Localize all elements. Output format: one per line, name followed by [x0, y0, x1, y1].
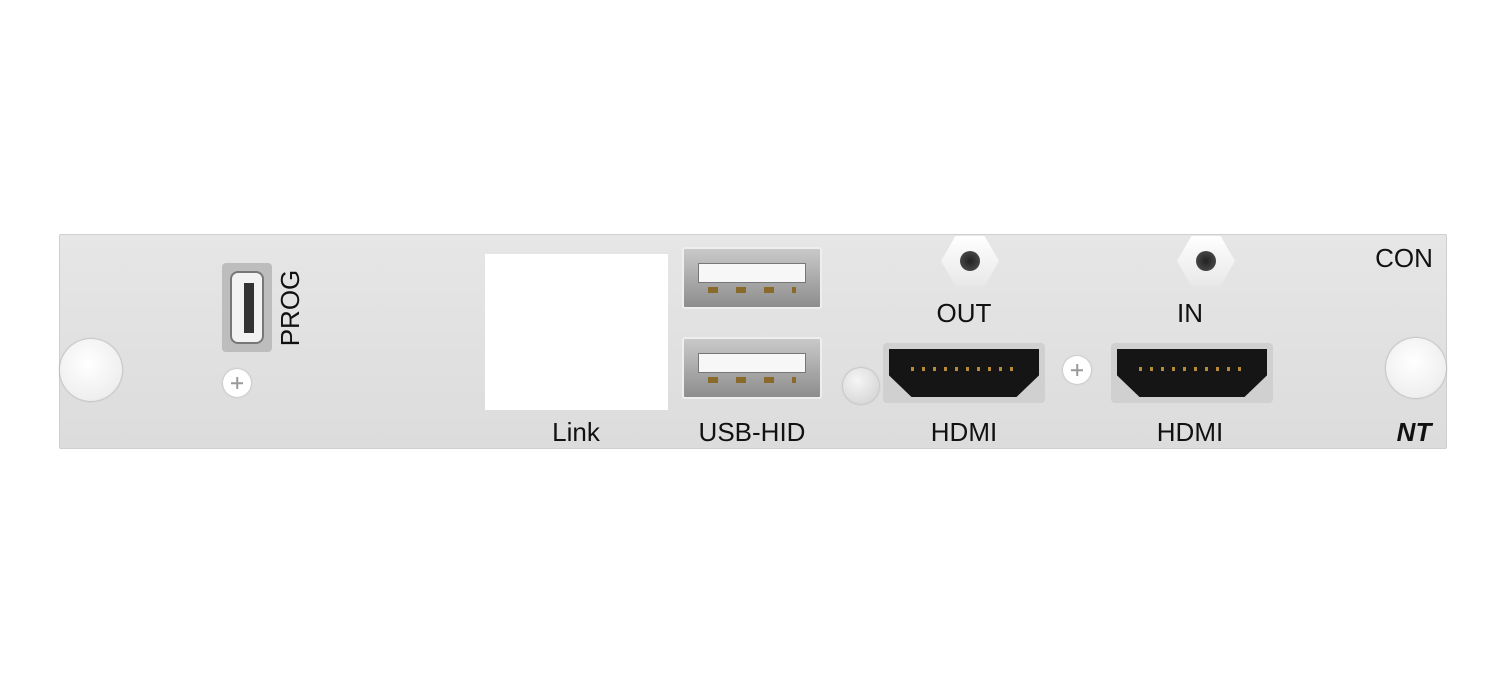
prog-label: PROG — [275, 269, 305, 347]
usb-port-bottom[interactable] — [682, 337, 822, 399]
status-led-icon — [843, 368, 879, 404]
usb-hid-label: USB-HID — [698, 417, 806, 447]
small-screw-icon — [223, 369, 251, 397]
prog-mini-usb-port[interactable] — [222, 263, 272, 352]
hdmi-out-port[interactable] — [883, 343, 1045, 403]
link-port-area — [485, 254, 668, 410]
hdmi-in-label: HDMI — [1156, 417, 1224, 447]
con-label: CON — [1375, 243, 1433, 273]
nt-label: NT — [1396, 417, 1432, 447]
out-label: OUT — [936, 298, 992, 328]
hdmi-in-port[interactable] — [1111, 343, 1273, 403]
small-screw-icon — [1063, 356, 1091, 384]
in-label: IN — [1177, 298, 1203, 328]
out-connector-nut[interactable] — [941, 236, 999, 286]
left-mounting-screw-icon — [60, 339, 122, 401]
link-label: Link — [552, 417, 600, 447]
hdmi-out-label: HDMI — [930, 417, 998, 447]
right-mounting-screw-icon — [1386, 338, 1446, 398]
usb-port-top[interactable] — [682, 247, 822, 309]
